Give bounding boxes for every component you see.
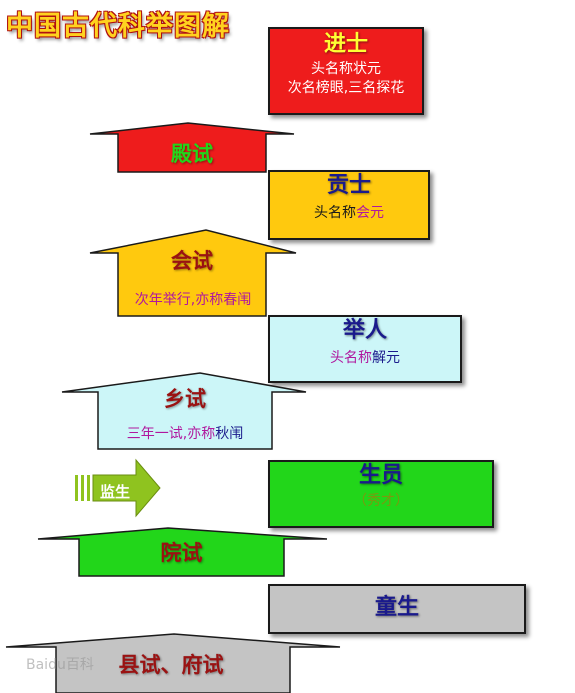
jiansheng-label: 监生 (99, 483, 130, 501)
yuanshi-arrow (37, 527, 328, 577)
gongshi-prefix: 头名称 (314, 205, 356, 222)
gongshi-box: 贡士 头名称会元 (268, 170, 430, 240)
dianshi-label: 殿试 (171, 142, 213, 166)
xiangshi-label: 乡试 (164, 387, 206, 411)
xiangshi-arrow (61, 372, 307, 450)
gongshi-label: 贡士 (326, 173, 371, 198)
juren-highlight: 解元 (372, 350, 400, 367)
xiangshi-highlight: 秋闱 (215, 426, 244, 442)
huishi-prefix: 次年举行,亦称 (134, 292, 224, 308)
huishi-label: 会试 (171, 249, 213, 273)
watermark: Baidu百科 (26, 657, 94, 673)
huishi-sub: 次年举行,亦称春闱 (108, 289, 278, 309)
diagram-title: 中国古代科举图解 (6, 11, 230, 42)
jinshi-line1: 头名称状元 (311, 61, 381, 78)
xianshi-label: 县试、府试 (118, 653, 224, 677)
dianshi-arrow (89, 122, 295, 173)
jinshi-line2: 次名榜眼,三名探花 (287, 80, 405, 97)
juren-sub: 头名称解元 (270, 349, 460, 368)
jinshi-label: 进士 (323, 32, 368, 57)
gongshi-sub: 头名称会元 (270, 204, 428, 223)
juren-label: 举人 (342, 318, 387, 343)
juren-prefix: 头名称 (330, 350, 372, 367)
juren-box: 举人 头名称解元 (268, 315, 462, 383)
huishi-highlight: 春闱 (223, 292, 252, 308)
shengyuan-note: （秀才） (353, 493, 409, 510)
shengyuan-box: 生员 （秀才） (268, 460, 494, 528)
tongsheng-label: 童生 (374, 595, 419, 620)
xiangshi-prefix: 三年一试,亦称 (126, 426, 216, 442)
xianshi-arrow (5, 633, 341, 693)
yuanshi-label: 院试 (160, 541, 203, 565)
huishi-arrow (89, 229, 297, 317)
jiansheng-arrow (75, 458, 161, 518)
jinshi-box: 进士 头名称状元 次名榜眼,三名探花 (268, 27, 424, 115)
tongsheng-box: 童生 (268, 584, 526, 634)
gongshi-highlight: 会元 (356, 205, 384, 222)
shengyuan-label: 生员 (358, 463, 403, 488)
xiangshi-sub: 三年一试,亦称秋闱 (98, 423, 272, 443)
